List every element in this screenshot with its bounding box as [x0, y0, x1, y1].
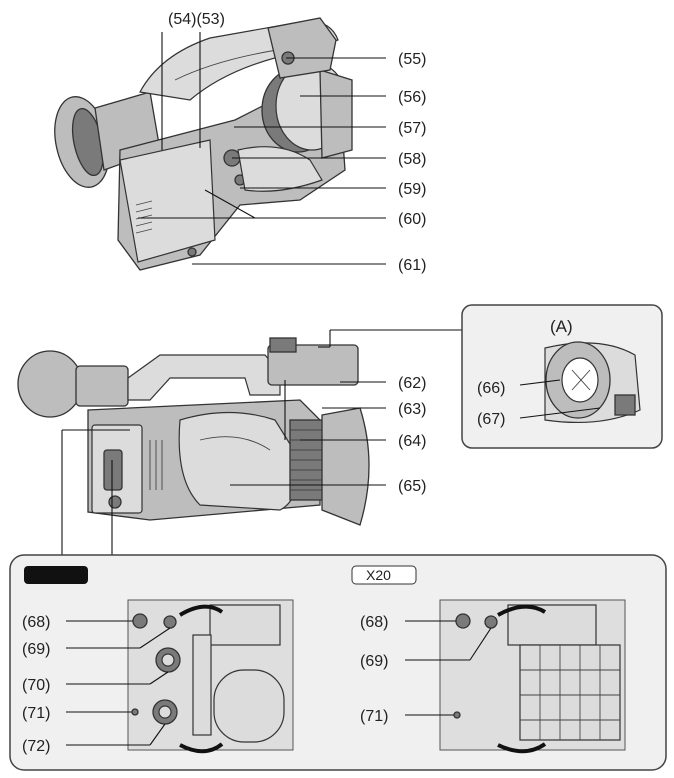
right-model-badge-text: X20	[366, 567, 391, 583]
right-model-badge	[351, 565, 417, 585]
port-71-left	[131, 708, 139, 716]
label-72: (72)	[22, 738, 50, 755]
camera-side-view	[17, 337, 370, 526]
label-68-right: (68)	[360, 614, 388, 631]
lens-hood	[319, 69, 353, 159]
label-64: (64)	[398, 433, 426, 450]
left-detail	[66, 599, 294, 754]
label-55: (55)	[398, 51, 426, 68]
port-71-right	[453, 711, 461, 719]
top-leader-lines	[138, 32, 386, 265]
bottom-panel: X20 (68) (69) (70) (7	[9, 554, 667, 771]
label-56: (56)	[398, 89, 426, 106]
inset-a: (A) (66) (67)	[461, 304, 663, 449]
handle-side	[127, 354, 281, 401]
camera-rear-view	[54, 17, 353, 271]
label-69-left: (69)	[22, 641, 50, 658]
port-68-left	[132, 613, 148, 629]
port-68-right	[455, 613, 471, 629]
label-60: (60)	[398, 211, 426, 228]
mic-holder	[267, 17, 337, 79]
side-panel	[119, 139, 216, 263]
label-62: (62)	[398, 375, 426, 392]
label-57: (57)	[398, 120, 426, 137]
label-54-53: (54)(53)	[168, 11, 225, 28]
label-71-left: (71)	[22, 705, 50, 722]
middle-leader-lines	[61, 329, 462, 555]
right-detail	[405, 599, 626, 754]
inset-a-title: (A)	[550, 317, 573, 336]
label-59: (59)	[398, 181, 426, 198]
label-63: (63)	[398, 401, 426, 418]
label-66: (66)	[477, 380, 505, 397]
mic-holder-side	[267, 344, 359, 386]
label-69-right: (69)	[360, 653, 388, 670]
label-67: (67)	[477, 411, 505, 428]
label-71-right: (71)	[360, 708, 388, 725]
lens-hood-side	[321, 407, 370, 526]
port-69-left	[163, 615, 177, 629]
label-70: (70)	[22, 677, 50, 694]
label-65: (65)	[398, 478, 426, 495]
eyecup-side	[17, 350, 83, 418]
label-68-left: (68)	[22, 614, 50, 631]
left-model-badge	[24, 566, 88, 584]
port-69-right	[484, 615, 498, 629]
label-58: (58)	[398, 151, 426, 168]
label-61: (61)	[398, 257, 426, 274]
side-vents-middle	[149, 440, 163, 490]
grille	[520, 645, 620, 740]
